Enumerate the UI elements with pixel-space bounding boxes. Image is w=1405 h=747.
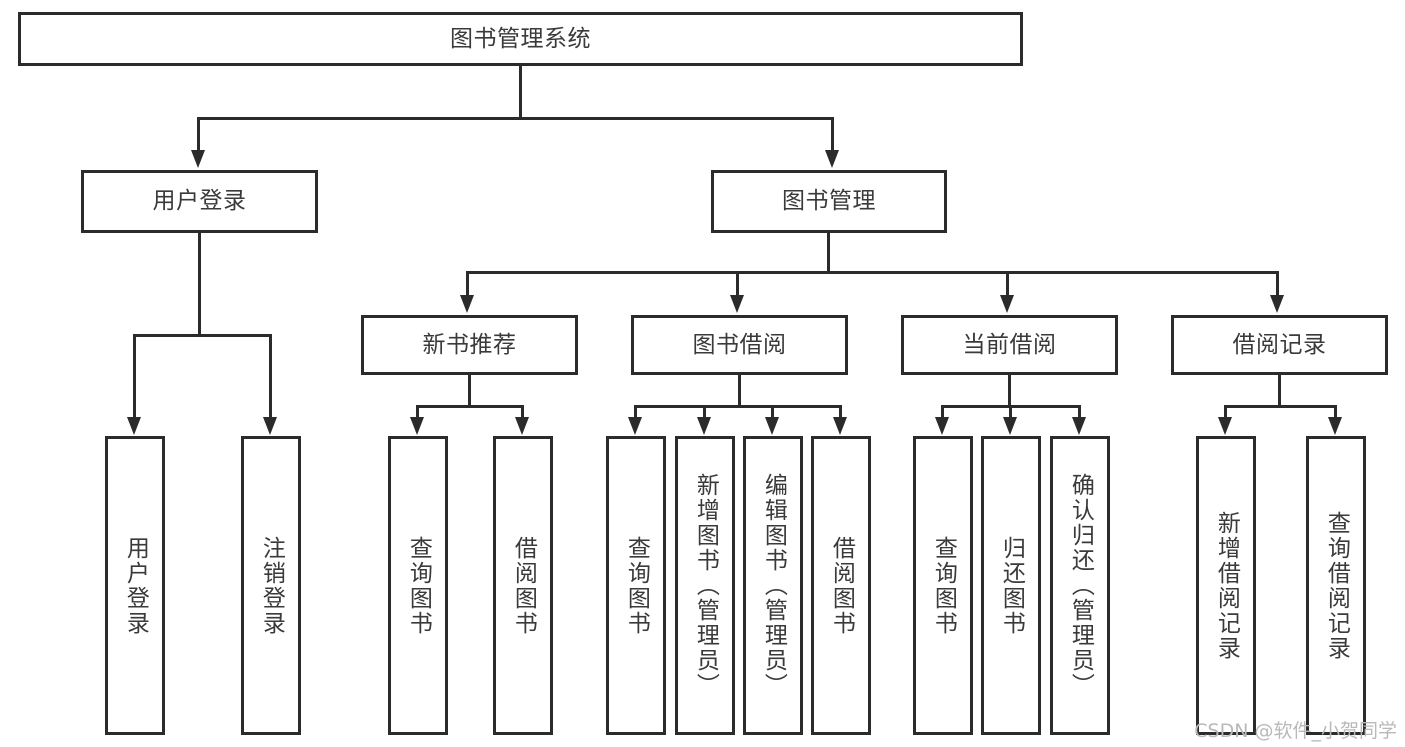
connector-user-login-bus (133, 334, 271, 337)
connector-new-book-drop-1 (416, 405, 419, 419)
connector-cb-drop-2 (1009, 405, 1012, 419)
arrowhead-book-management (825, 150, 839, 168)
arrowhead-leaf-query-book-2 (628, 417, 642, 435)
leaf-add-book[interactable]: 新增图书（管理员） (675, 436, 735, 735)
connector-cb-drop-3 (1078, 405, 1081, 419)
node-book-borrow[interactable]: 图书借阅 (631, 315, 848, 375)
leaf-query-book-1[interactable]: 查询图书 (388, 436, 448, 735)
leaf-query-record[interactable]: 查询借阅记录 (1306, 436, 1366, 735)
node-new-book-recommend[interactable]: 新书推荐 (361, 315, 578, 375)
arrowhead-leaf-query-record (1328, 417, 1342, 435)
leaf-query-book-2-label: 查询图书 (623, 535, 650, 636)
leaf-borrow-book-1[interactable]: 借阅图书 (493, 436, 553, 735)
arrowhead-leaf-query-book-1 (410, 417, 424, 435)
connector-book-borrow-stem (738, 375, 741, 407)
node-root-label: 图书管理系统 (450, 25, 591, 52)
node-current-borrow-label: 当前借阅 (962, 331, 1057, 358)
arrowhead-new-book-recommend (460, 295, 474, 313)
node-user-login[interactable]: 用户登录 (81, 170, 318, 233)
arrowhead-user-login (191, 150, 205, 168)
connector-user-login-drop-1 (133, 334, 136, 419)
leaf-user-login[interactable]: 用户登录 (105, 436, 165, 735)
leaf-user-login-label: 用户登录 (122, 535, 149, 636)
node-new-book-recommend-label: 新书推荐 (422, 331, 517, 358)
node-book-borrow-label: 图书借阅 (692, 331, 787, 358)
connector-root-drop-book-management (831, 117, 834, 152)
connector-root-drop-user-login (197, 117, 200, 152)
leaf-borrow-book-2[interactable]: 借阅图书 (811, 436, 871, 735)
connector-user-login-drop-2 (269, 334, 272, 419)
arrowhead-current-borrow (1000, 295, 1014, 313)
leaf-query-book-1-label: 查询图书 (405, 535, 432, 636)
node-book-management-label: 图书管理 (782, 188, 876, 215)
connector-cb-drop-1 (941, 405, 944, 419)
arrowhead-leaf-return-book (1003, 417, 1017, 435)
connector-bb-drop-3 (771, 405, 774, 419)
leaf-add-record[interactable]: 新增借阅记录 (1196, 436, 1256, 735)
arrowhead-leaf-query-book-3 (935, 417, 949, 435)
arrowhead-borrow-record (1270, 295, 1284, 313)
node-borrow-record[interactable]: 借阅记录 (1171, 315, 1388, 375)
connector-bm-drop-current-borrow (1006, 271, 1009, 297)
leaf-borrow-book-2-label: 借阅图书 (828, 535, 855, 636)
leaf-query-record-label: 查询借阅记录 (1323, 510, 1350, 661)
connector-current-borrow-stem (1008, 375, 1011, 407)
connector-bb-drop-2 (703, 405, 706, 419)
node-current-borrow[interactable]: 当前借阅 (901, 315, 1118, 375)
leaf-return-book[interactable]: 归还图书 (981, 436, 1041, 735)
leaf-add-record-label: 新增借阅记录 (1213, 510, 1240, 661)
leaf-edit-book[interactable]: 编辑图书（管理员） (743, 436, 803, 735)
node-root-book-management-system[interactable]: 图书管理系统 (18, 12, 1023, 66)
arrowhead-leaf-user-login (127, 417, 141, 435)
leaf-confirm-return-label: 确认归还（管理员） (1067, 473, 1094, 698)
connector-borrow-record-stem (1278, 375, 1281, 407)
connector-new-book-bus (416, 405, 524, 408)
node-user-login-label: 用户登录 (152, 188, 247, 215)
leaf-add-book-label: 新增图书（管理员） (692, 473, 719, 698)
leaf-query-book-3-label: 查询图书 (930, 535, 957, 636)
arrowhead-leaf-confirm-return (1072, 417, 1086, 435)
arrowhead-leaf-borrow-book-1 (515, 417, 529, 435)
leaf-query-book-2[interactable]: 查询图书 (606, 436, 666, 735)
connector-br-drop-2 (1334, 405, 1337, 419)
connector-bb-drop-1 (634, 405, 637, 419)
connector-bb-drop-4 (839, 405, 842, 419)
arrowhead-leaf-add-book (697, 417, 711, 435)
leaf-logout-login-label: 注销登录 (258, 535, 285, 636)
connector-root-bus (197, 117, 834, 120)
connector-book-management-stem (827, 233, 830, 273)
connector-bm-drop-new-book (466, 271, 469, 297)
leaf-logout-login[interactable]: 注销登录 (241, 436, 301, 735)
leaf-return-book-label: 归还图书 (998, 535, 1025, 636)
leaf-confirm-return[interactable]: 确认归还（管理员） (1050, 436, 1110, 735)
node-book-management[interactable]: 图书管理 (711, 170, 947, 233)
arrowhead-leaf-add-record (1218, 417, 1232, 435)
arrowhead-leaf-logout-login (263, 417, 277, 435)
connector-new-book-drop-2 (521, 405, 524, 419)
connector-br-drop-1 (1224, 405, 1227, 419)
leaf-edit-book-label: 编辑图书（管理员） (760, 473, 787, 698)
arrowhead-book-borrow (730, 295, 744, 313)
leaf-borrow-book-1-label: 借阅图书 (510, 535, 537, 636)
connector-book-borrow-bus (634, 405, 842, 408)
leaf-query-book-3[interactable]: 查询图书 (913, 436, 973, 735)
connector-bm-drop-book-borrow (736, 271, 739, 297)
node-borrow-record-label: 借阅记录 (1232, 331, 1327, 358)
connector-user-login-stem (198, 233, 201, 336)
arrowhead-leaf-borrow-book-2 (833, 417, 847, 435)
connector-borrow-record-bus (1224, 405, 1337, 408)
connector-new-book-stem (468, 375, 471, 407)
connector-book-management-bus (466, 271, 1279, 274)
connector-root-stem (519, 66, 522, 118)
arrowhead-leaf-edit-book (765, 417, 779, 435)
connector-bm-drop-borrow-record (1276, 271, 1279, 297)
